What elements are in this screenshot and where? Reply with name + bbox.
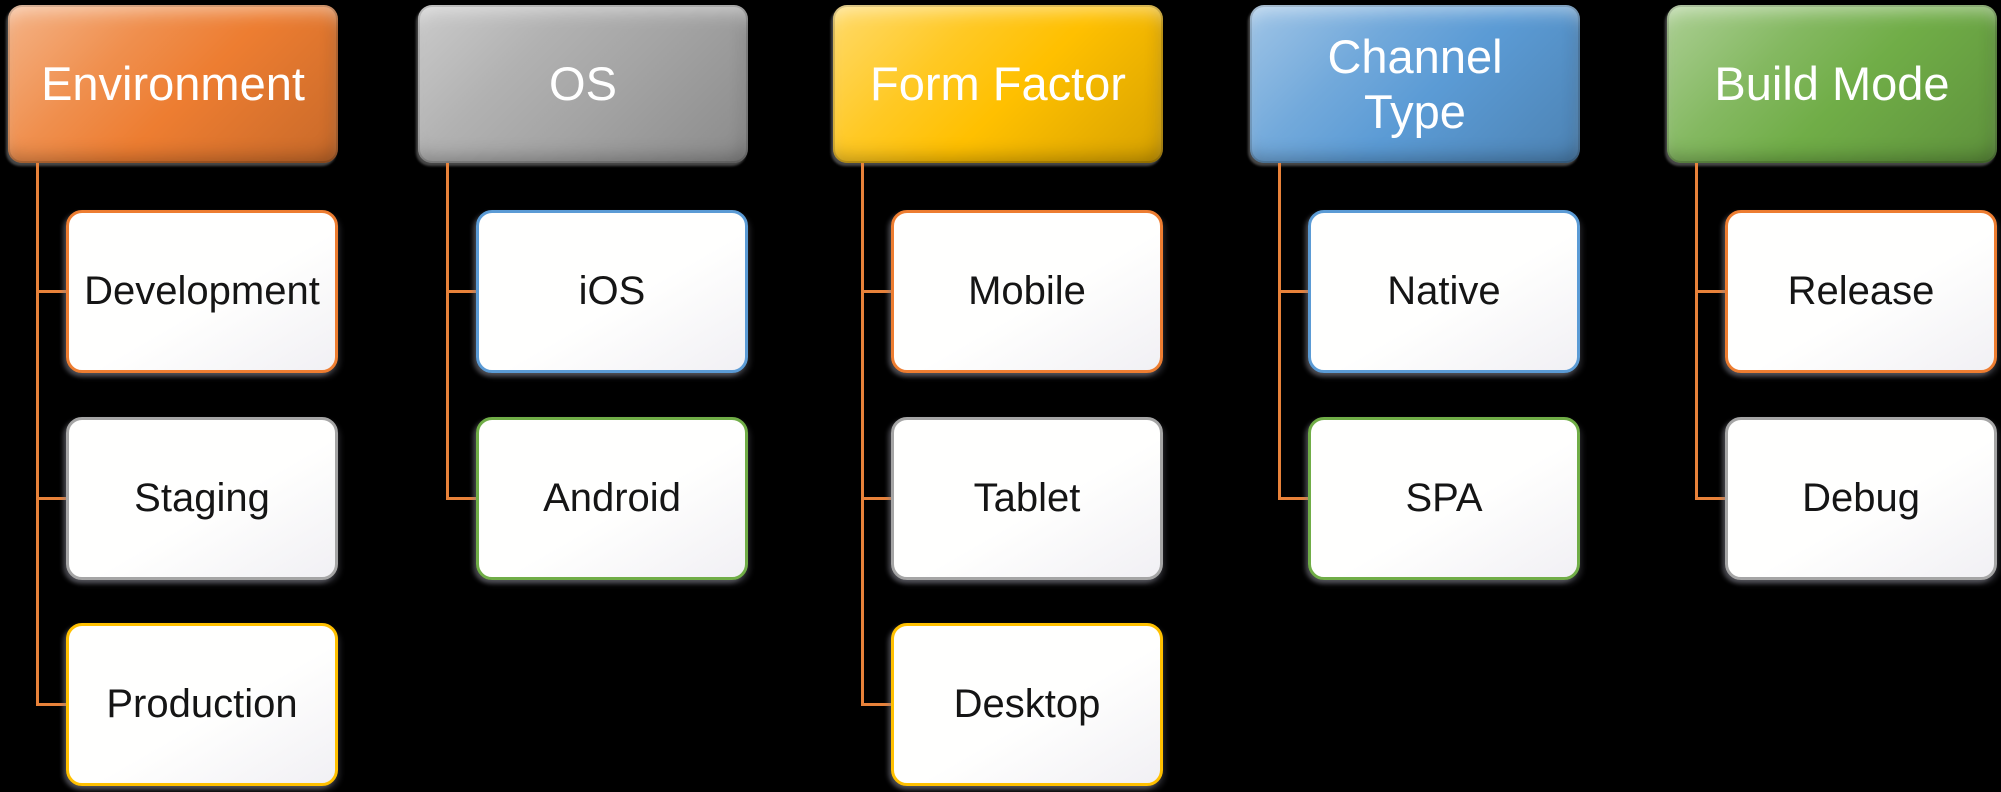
header-form-factor-label: Form Factor <box>870 57 1126 111</box>
header-os: OS <box>418 5 748 163</box>
node-debug: Debug <box>1725 417 1997 580</box>
node-development: Development <box>66 210 338 373</box>
node-development-label: Development <box>84 269 320 313</box>
header-channel-type-label: Channel Type <box>1327 29 1503 138</box>
connector-stub <box>861 290 893 293</box>
node-release: Release <box>1725 210 1997 373</box>
column-environment: Environment Development Staging Producti… <box>8 0 338 792</box>
connector-stub <box>1695 497 1727 500</box>
connector-stub <box>1278 290 1310 293</box>
header-environment-label: Environment <box>41 57 305 111</box>
node-debug-label: Debug <box>1802 476 1920 520</box>
connector-stub <box>36 497 68 500</box>
node-desktop: Desktop <box>891 623 1163 786</box>
column-build-mode: Build Mode Release Debug <box>1667 0 1997 792</box>
node-native-label: Native <box>1387 269 1501 313</box>
column-os: OS iOS Android <box>418 0 748 792</box>
node-ios-label: iOS <box>578 269 646 313</box>
node-desktop-label: Desktop <box>953 682 1101 726</box>
connector-stub <box>1278 497 1310 500</box>
connector-line <box>861 163 864 705</box>
node-mobile: Mobile <box>891 210 1163 373</box>
column-channel-type: Channel Type Native SPA <box>1250 0 1580 792</box>
header-environment: Environment <box>8 5 338 163</box>
node-production: Production <box>66 623 338 786</box>
connector-line <box>1695 163 1698 499</box>
header-build-mode-label: Build Mode <box>1714 57 1950 111</box>
node-android: Android <box>476 417 748 580</box>
node-spa: SPA <box>1308 417 1580 580</box>
connector-line <box>36 163 39 705</box>
node-tablet-label: Tablet <box>973 476 1081 520</box>
node-mobile-label: Mobile <box>968 269 1086 313</box>
node-production-label: Production <box>106 682 298 726</box>
connector-stub <box>446 290 478 293</box>
header-channel-type: Channel Type <box>1250 5 1580 163</box>
connector-line <box>446 163 449 499</box>
connector-stub <box>861 497 893 500</box>
connector-stub <box>36 703 68 706</box>
connector-stub <box>36 290 68 293</box>
node-staging-label: Staging <box>134 476 270 520</box>
node-native: Native <box>1308 210 1580 373</box>
connector-stub <box>861 703 893 706</box>
node-release-label: Release <box>1787 269 1935 313</box>
node-tablet: Tablet <box>891 417 1163 580</box>
node-staging: Staging <box>66 417 338 580</box>
connector-stub <box>446 497 478 500</box>
node-ios: iOS <box>476 210 748 373</box>
header-os-label: OS <box>549 57 617 111</box>
header-build-mode: Build Mode <box>1667 5 1997 163</box>
node-spa-label: SPA <box>1405 476 1483 520</box>
column-form-factor: Form Factor Mobile Tablet Desktop <box>833 0 1163 792</box>
connector-stub <box>1695 290 1727 293</box>
header-form-factor: Form Factor <box>833 5 1163 163</box>
node-android-label: Android <box>543 476 681 520</box>
connector-line <box>1278 163 1281 499</box>
